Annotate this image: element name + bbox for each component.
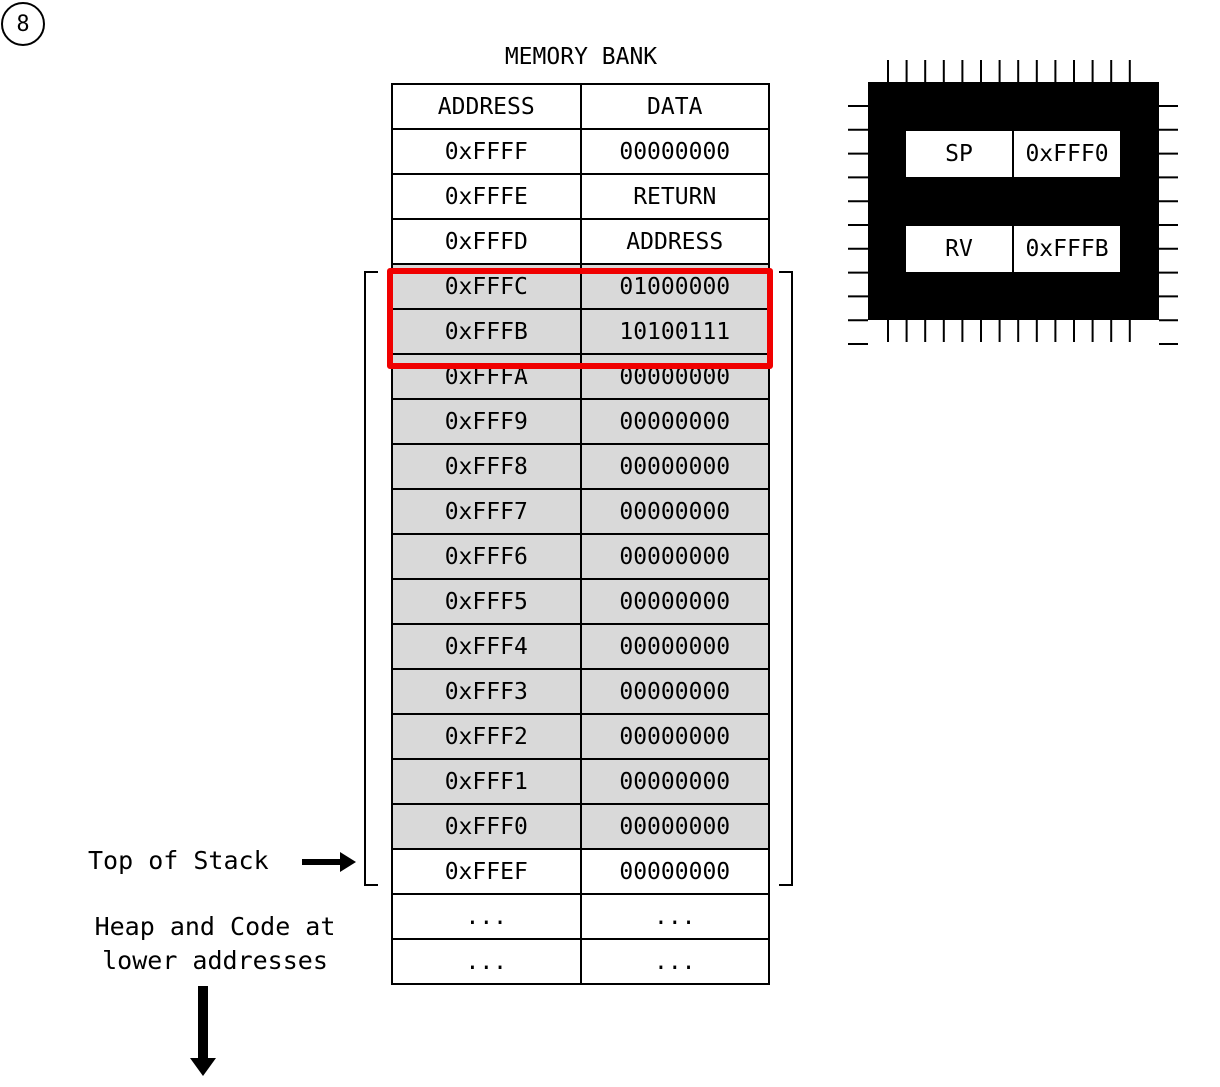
address-cell: 0xFFEF [391, 848, 582, 895]
data-cell: 00000000 [579, 623, 770, 670]
address-cell: 0xFFFA [391, 353, 582, 400]
data-cell: 00000000 [579, 848, 770, 895]
data-cell: 00000000 [579, 443, 770, 490]
memory-bank-title: MEMORY BANK [504, 44, 658, 70]
top-of-stack-arrow-icon [302, 852, 356, 872]
data-cell: RETURN [579, 173, 770, 220]
address-cell: 0xFFFE [391, 173, 582, 220]
sp-register-value: 0xFFF0 [1014, 131, 1120, 177]
rv-register-value: 0xFFFB [1014, 226, 1120, 272]
address-cell: 0xFFF9 [391, 398, 582, 445]
address-cell: 0xFFF0 [391, 803, 582, 850]
memory-row: ...... [391, 893, 770, 940]
heap-and-code-label: Heap and Code at lower addresses [60, 910, 370, 978]
address-cell: 0xFFF6 [391, 533, 582, 580]
address-cell: 0xFFFD [391, 218, 582, 265]
sp-register-name: SP [906, 131, 1012, 177]
data-cell: 00000000 [579, 578, 770, 625]
data-cell: ... [579, 938, 770, 985]
table-header-row: ADDRESS DATA [391, 83, 770, 130]
address-cell: 0xFFF5 [391, 578, 582, 625]
rv-register-name: RV [906, 226, 1012, 272]
data-cell: 00000000 [579, 668, 770, 715]
address-cell: 0xFFF1 [391, 758, 582, 805]
memory-row: ...... [391, 938, 770, 985]
stack-bracket-right [779, 271, 793, 886]
address-cell: 0xFFF3 [391, 668, 582, 715]
heap-label-line2: lower addresses [102, 946, 328, 975]
address-cell: 0xFFFB [391, 308, 582, 355]
return-value-highlight-box [387, 268, 773, 369]
address-cell: ... [391, 893, 582, 940]
address-cell: 0xFFF4 [391, 623, 582, 670]
step-number-badge: 8 [1, 2, 45, 46]
down-arrow-icon [190, 986, 216, 1076]
data-cell: 00000000 [579, 533, 770, 580]
address-cell: 0xFFFF [391, 128, 582, 175]
heap-label-line1: Heap and Code at [94, 912, 336, 941]
address-cell: 0xFFF2 [391, 713, 582, 760]
data-cell: 00000000 [579, 713, 770, 760]
data-cell: 00000000 [579, 758, 770, 805]
data-cell: ... [579, 893, 770, 940]
address-column-header: ADDRESS [391, 83, 582, 130]
data-cell: 00000000 [579, 803, 770, 850]
address-cell: 0xFFF8 [391, 443, 582, 490]
data-cell: 10100111 [579, 308, 770, 355]
data-cell: 00000000 [579, 398, 770, 445]
data-cell: ADDRESS [579, 218, 770, 265]
data-column-header: DATA [579, 83, 770, 130]
address-cell: ... [391, 938, 582, 985]
cpu-body [868, 82, 1159, 320]
cpu-chip [848, 60, 1178, 345]
stack-bracket-left [364, 271, 378, 886]
top-of-stack-label: Top of Stack [88, 846, 269, 875]
data-cell: 00000000 [579, 488, 770, 535]
data-cell: 00000000 [579, 128, 770, 175]
address-cell: 0xFFF7 [391, 488, 582, 535]
